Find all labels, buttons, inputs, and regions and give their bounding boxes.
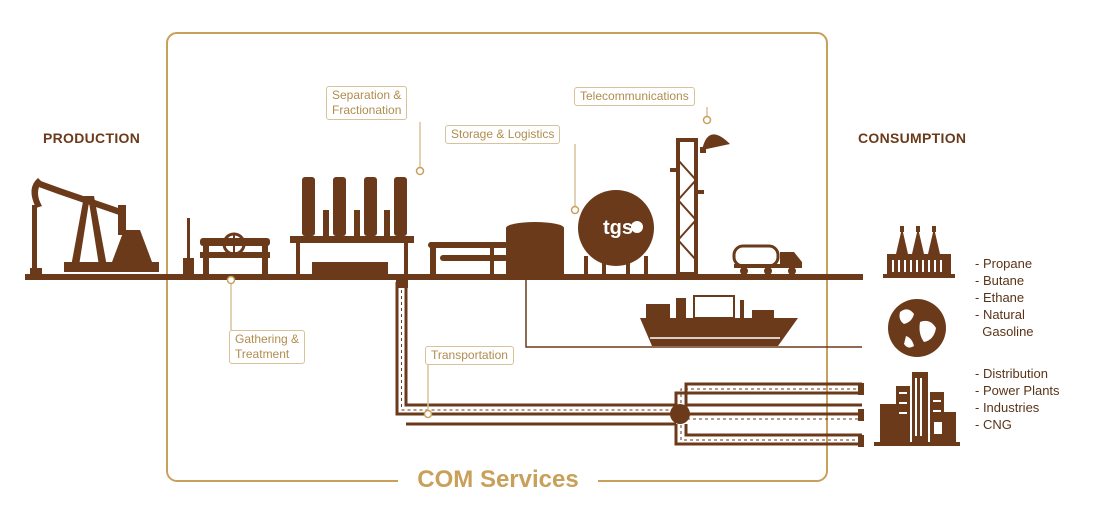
use-item: - Power Plants — [975, 383, 1060, 398]
callout-leaders — [230, 107, 708, 414]
uses-list: - Distribution - Power Plants - Industries… — [975, 365, 1060, 433]
storage-logistics-callout: Storage & Logistics — [445, 125, 561, 144]
spherical-tank-icon — [578, 190, 654, 274]
storage-pipes-icon — [428, 242, 508, 274]
product-item: - Ethane — [975, 290, 1025, 305]
ship-icon — [640, 295, 798, 346]
pipeline-junction — [670, 404, 690, 424]
storage-tank-icon — [506, 222, 564, 274]
tgs-logo: tgs — [603, 217, 633, 239]
products-list: - Propane - Butane - Ethane - Natural Gasol… — [975, 255, 1034, 340]
telecom-tower-icon — [670, 134, 730, 276]
pump-jack-icon — [30, 178, 159, 274]
fractionation-plant-icon — [290, 177, 414, 274]
ground-line — [25, 274, 863, 280]
pipeline-dashes — [401, 284, 860, 441]
telecommunications-callout: Telecommunications — [574, 87, 695, 106]
petrochemical-plant-icon — [883, 226, 955, 278]
product-item: - Propane — [975, 256, 1033, 271]
separation-line-1: Separation & — [332, 88, 402, 102]
product-item: - Butane — [975, 273, 1025, 288]
product-item: Gasoline — [975, 324, 1034, 339]
gathering-treatment-icon — [183, 218, 270, 274]
com-services-label: COM Services — [398, 466, 598, 494]
use-item: - Distribution — [975, 366, 1048, 381]
use-item: - Industries — [975, 400, 1040, 415]
transportation-callout: Transportation — [425, 346, 514, 365]
globe-icon — [888, 299, 946, 357]
consumption-label: CONSUMPTION — [858, 130, 967, 146]
gathering-line-2: Treatment — [235, 347, 290, 361]
pipeline-end-caps — [858, 383, 864, 447]
tanker-truck-icon — [732, 244, 802, 275]
separation-line-2: Fractionation — [332, 103, 402, 117]
pipeline-valve — [396, 280, 408, 288]
city-buildings-icon — [874, 372, 960, 446]
separation-fractionation-callout: Separation & Fractionation — [326, 86, 408, 120]
gathering-line-1: Gathering & — [235, 332, 300, 346]
product-item: - Natural — [975, 307, 1025, 322]
pipeline-network — [395, 282, 862, 446]
use-item: - CNG — [975, 417, 1012, 432]
export-line — [525, 280, 862, 348]
production-label: PRODUCTION — [43, 130, 141, 146]
gathering-treatment-callout: Gathering & Treatment — [229, 330, 306, 364]
callout-dots — [226, 115, 712, 419]
